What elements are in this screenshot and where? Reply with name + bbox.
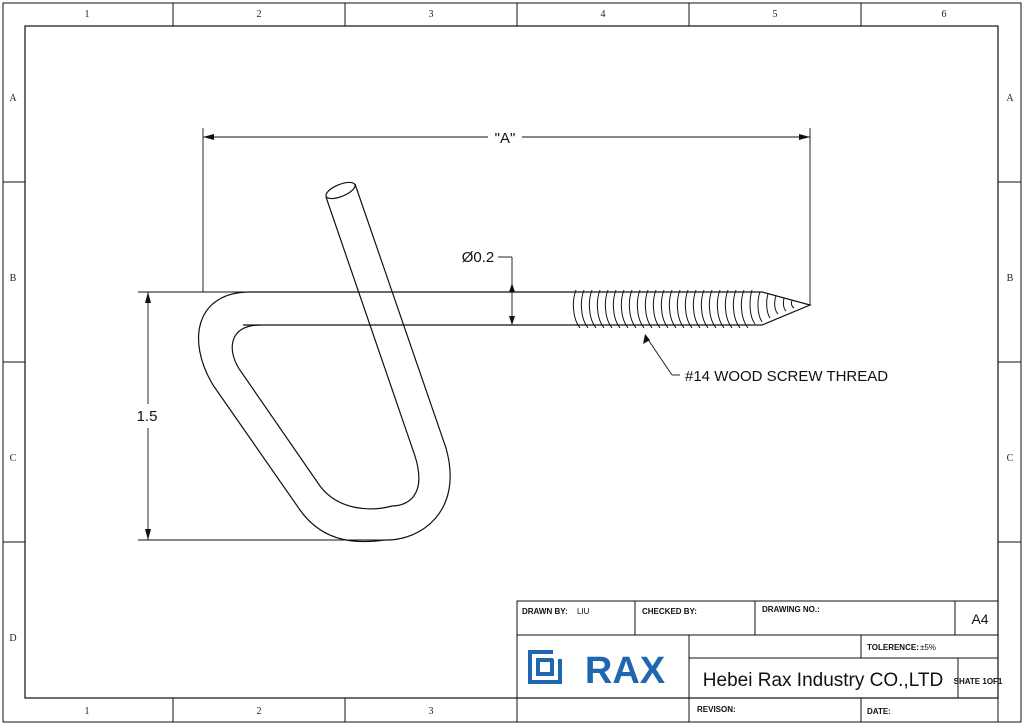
zone-col-2-top: 2: [257, 9, 262, 20]
rax-logo-mark-icon: [528, 650, 562, 684]
loop-inner-edge: [231, 324, 393, 510]
zone-row-c-right: C: [1007, 453, 1014, 464]
drawn-by-value: LIU: [577, 607, 590, 616]
company-name: Hebei Rax Industry CO.,LTD: [703, 670, 943, 691]
zone-col-6-top: 6: [942, 9, 947, 20]
dimension-a-label: "A": [495, 130, 516, 147]
dimension-lines: [138, 128, 811, 541]
top-zone-ticks: [3, 3, 1021, 722]
tolerance-value: ±5%: [920, 643, 936, 652]
date-label: DATE:: [867, 707, 891, 716]
title-block-grid: [516, 600, 999, 723]
zone-row-c-left: C: [10, 453, 17, 464]
zone-col-5-top: 5: [773, 9, 778, 20]
zone-col-4-top: 4: [601, 9, 606, 20]
hook-part: [198, 181, 812, 543]
zone-row-b-right: B: [1007, 273, 1014, 284]
loop-outer-edge: [198, 291, 386, 543]
drawn-by-label: DRAWN BY:: [522, 607, 568, 616]
inner-frame: [24, 25, 999, 699]
dimension-diameter-label: Ø0.2: [462, 249, 495, 266]
checked-by-label: CHECKED BY:: [642, 607, 697, 616]
zone-row-b-left: B: [10, 273, 17, 284]
zone-col-3-top: 3: [429, 9, 434, 20]
zone-col-3-bottom: 3: [429, 706, 434, 717]
tolerance-label: TOLERENCE:: [867, 643, 919, 652]
sheet-number: SHATE 1OF1: [954, 677, 1003, 686]
thread-note-label: #14 WOOD SCREW THREAD: [685, 368, 888, 385]
zone-row-a-right: A: [1006, 93, 1014, 104]
zone-col-1-top: 1: [85, 9, 90, 20]
leg-tip-end: [325, 181, 356, 200]
sheet-size: A4: [971, 611, 988, 627]
zone-col-2-bottom: 2: [257, 706, 262, 717]
dimension-height-label: 1.5: [137, 408, 158, 425]
rax-logo: RAX: [528, 650, 666, 692]
zone-row-a-left: A: [9, 93, 17, 104]
dimension-arrows: [145, 134, 810, 540]
revision-label: REVISON:: [697, 705, 736, 714]
leg-inner-edge: [325, 196, 420, 507]
leg-outer-edge: [354, 183, 451, 541]
drawing-no-label: DRAWING NO.:: [762, 605, 820, 614]
thread-crests: [572, 289, 795, 329]
logo-text: RAX: [585, 650, 666, 692]
zone-row-d-left: D: [9, 633, 16, 644]
zone-col-1-bottom: 1: [85, 706, 90, 717]
